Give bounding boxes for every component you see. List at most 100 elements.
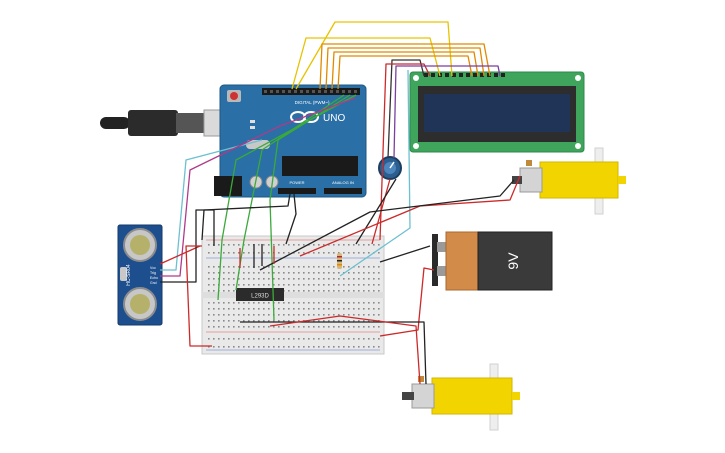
breadboard-hole: [238, 338, 240, 340]
breadboard-hole: [243, 278, 245, 280]
wire-black-lcd-pot: [387, 59, 425, 159]
breadboard-hole: [258, 266, 260, 268]
breadboard-hole: [258, 272, 260, 274]
breadboard-hole: [293, 302, 295, 304]
ultrasonic-sensor[interactable]: HC-SR04 Vcc Trig Echo Gnd: [117, 224, 163, 326]
breadboard-hole: [293, 308, 295, 310]
breadboard-hole: [338, 272, 340, 274]
breadboard-hole: [223, 290, 225, 292]
breadboard-hole: [243, 338, 245, 340]
breadboard-hole: [288, 302, 290, 304]
breadboard-hole: [368, 278, 370, 280]
breadboard-hole: [338, 302, 340, 304]
breadboard-hole: [353, 302, 355, 304]
breadboard-hole: [368, 338, 370, 340]
ultrasonic-pin-echo: Echo: [150, 276, 158, 280]
breadboard-hole: [378, 302, 380, 304]
breadboard-hole: [223, 320, 225, 322]
breadboard-hole: [318, 244, 320, 246]
dc-motor-bottom[interactable]: [402, 363, 520, 431]
dc-motor-right[interactable]: [512, 147, 626, 215]
breadboard-hole: [348, 302, 350, 304]
wire-cyan-lcd: [339, 69, 411, 277]
breadboard-hole: [218, 308, 220, 310]
breadboard-hole: [313, 346, 315, 348]
breadboard-hole: [233, 302, 235, 304]
breadboard-hole: [308, 290, 310, 292]
breadboard-hole: [358, 308, 360, 310]
breadboard-hole: [268, 244, 270, 246]
breadboard-hole: [348, 320, 350, 322]
breadboard-hole: [218, 314, 220, 316]
breadboard-hole: [238, 278, 240, 280]
breadboard-hole: [248, 308, 250, 310]
wire-black-arduino-gnd: [201, 193, 291, 241]
breadboard-hole: [373, 326, 375, 328]
breadboard-hole: [248, 252, 250, 254]
breadboard-hole: [353, 244, 355, 246]
breadboard-hole: [283, 320, 285, 322]
breadboard-hole: [308, 272, 310, 274]
breadboard-hole: [328, 302, 330, 304]
breadboard-hole: [333, 278, 335, 280]
breadboard-hole: [243, 252, 245, 254]
ultrasonic-pin-vcc: Vcc: [150, 266, 156, 270]
wire-orange-lcd-3: [331, 51, 479, 90]
breadboard-hole: [263, 272, 265, 274]
lcd-display[interactable]: [409, 71, 585, 153]
breadboard-hole: [298, 290, 300, 292]
breadboard-hole: [313, 244, 315, 246]
breadboard-hole: [268, 284, 270, 286]
breadboard-hole: [318, 346, 320, 348]
analog-header: [324, 188, 362, 194]
breadboard-hole: [343, 266, 345, 268]
breadboard-hole: [298, 278, 300, 280]
breadboard-hole: [213, 290, 215, 292]
breadboard-hole: [303, 314, 305, 316]
breadboard-hole: [338, 278, 340, 280]
motor-driver-chip[interactable]: L293D: [236, 288, 284, 301]
breadboard-hole: [258, 252, 260, 254]
breadboard-hole: [298, 314, 300, 316]
breadboard: [201, 235, 385, 355]
atmega-chip: [282, 156, 358, 176]
breadboard-hole: [263, 326, 265, 328]
breadboard-hole: [288, 244, 290, 246]
breadboard-hole: [368, 290, 370, 292]
breadboard-hole: [323, 308, 325, 310]
battery-label: 9V: [505, 252, 521, 270]
breadboard-hole: [233, 326, 235, 328]
breadboard-hole: [228, 290, 230, 292]
breadboard-hole: [288, 278, 290, 280]
arduino-board[interactable]: DIGITAL (PWM~) UNO POWER ANALOG IN: [214, 84, 367, 198]
power-jack: [214, 176, 242, 196]
breadboard-hole: [348, 290, 350, 292]
breadboard-hole: [228, 252, 230, 254]
ultrasonic-pin-trig: Trig: [150, 271, 156, 275]
breadboard-hole: [228, 284, 230, 286]
breadboard-hole: [323, 244, 325, 246]
breadboard-hole: [358, 272, 360, 274]
breadboard-hole: [338, 326, 340, 328]
breadboard-hole: [343, 346, 345, 348]
breadboard-hole: [358, 290, 360, 292]
breadboard-hole: [258, 278, 260, 280]
breadboard-hole: [313, 272, 315, 274]
breadboard-hole: [363, 338, 365, 340]
breadboard-hole: [288, 346, 290, 348]
breadboard-hole: [213, 308, 215, 310]
breadboard-hole: [233, 290, 235, 292]
breadboard-hole: [328, 252, 330, 254]
breadboard-hole: [248, 320, 250, 322]
breadboard-hole: [313, 290, 315, 292]
breadboard-hole: [253, 326, 255, 328]
breadboard-hole: [278, 326, 280, 328]
breadboard-hole: [298, 308, 300, 310]
breadboard-hole: [233, 278, 235, 280]
breadboard-hole: [318, 302, 320, 304]
breadboard-hole: [263, 244, 265, 246]
breadboard-hole: [293, 272, 295, 274]
battery-9v[interactable]: 9V: [432, 231, 553, 291]
breadboard-hole: [228, 266, 230, 268]
breadboard-hole: [283, 308, 285, 310]
